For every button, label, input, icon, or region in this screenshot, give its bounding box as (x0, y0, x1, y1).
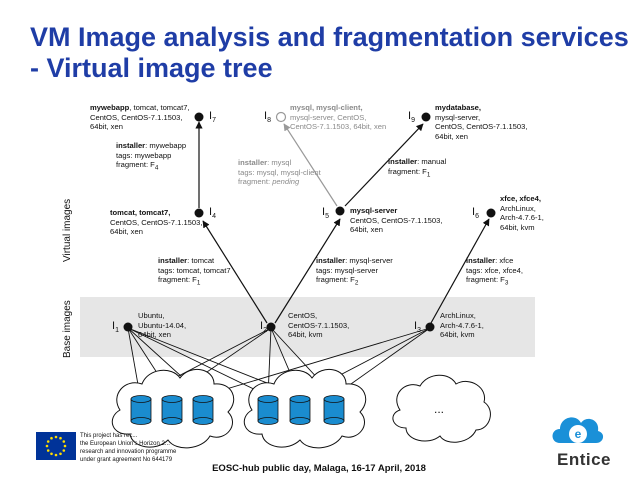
base-images-axis-label: Base images (62, 300, 73, 358)
edge-i3-i6 (430, 218, 490, 324)
disk-icon (161, 395, 183, 425)
node-id-i5: I5 (322, 206, 329, 221)
footer-event: EOSC-hub public day, Malaga, 16-17 April… (212, 463, 426, 474)
base-images-band (80, 297, 535, 357)
eu-flag-icon (36, 432, 76, 460)
disk-group (130, 395, 345, 425)
node-id-i9: I9 (408, 110, 415, 125)
node-id-i1: I1 (112, 320, 119, 335)
eu-funding-text: This project has rec...the European Unio… (80, 433, 177, 463)
node-desc-i8: mysql, mysql-client,mysql-server, CentOS… (290, 103, 387, 132)
entice-logo-text: Entice (557, 450, 612, 469)
storage-more: ... (434, 402, 445, 416)
node-i8 (275, 111, 287, 123)
node-i5 (335, 206, 345, 216)
slide-title: VM Image analysis and fragmentation serv… (30, 22, 629, 83)
node-desc-i1: Ubuntu,Ubuntu-14.04,64bit, xen (138, 311, 187, 340)
node-i3 (425, 322, 435, 332)
disk-icon (323, 395, 345, 425)
node-i2 (266, 322, 276, 332)
edge-i2-i4 (202, 220, 268, 324)
entice-logo-icon: e (552, 417, 604, 443)
edge-i2-i5 (274, 218, 341, 324)
node-desc-i6: xfce, xfce4,ArchLinux,Arch-4.7.6-1,64bit… (500, 194, 544, 232)
node-desc-i7: mywebapp, tomcat, tomcat7,CentOS, CentOS… (90, 103, 190, 132)
node-i7 (194, 112, 204, 122)
storage-cloud-3 (392, 374, 491, 443)
edge-label-i5-i8: installer: mysql tags: mysql, mysql-clie… (238, 158, 321, 187)
node-id-i2: I2 (260, 320, 267, 335)
node-id-i8: I8 (264, 110, 271, 125)
edge-label-i2-i5: installer: mysql-server tags: mysql-serv… (316, 256, 393, 287)
node-desc-i3: ArchLinux,Arch-4.7.6-1,64bit, kvm (440, 311, 484, 340)
node-desc-i2: CentOS,CentOS-7.1.1503,64bit, kvm (288, 311, 350, 340)
edge-label-i3-i6: installer: xfce tags: xfce, xfce4, fragm… (466, 256, 523, 287)
node-id-i6: I6 (472, 206, 479, 221)
node-id-i7: I7 (209, 110, 216, 125)
edge-i5-i8 (283, 123, 338, 207)
node-id-i3: I3 (414, 320, 421, 335)
virtual-images-axis-label: Virtual images (62, 198, 73, 262)
node-i1 (123, 322, 133, 332)
disk-icon (130, 395, 152, 425)
node-id-i4: I4 (209, 206, 216, 221)
disk-icon (192, 395, 214, 425)
node-desc-i9: mydatabase,mysql-server,CentOS, CentOS-7… (435, 103, 528, 141)
edge-i5-i9 (344, 123, 424, 207)
node-i4 (194, 208, 204, 218)
disk-icon (289, 395, 311, 425)
edge-label-i4-i7: installer: mywebapp tags: mywebapp fragm… (116, 141, 187, 172)
svg-text:e: e (575, 427, 582, 441)
node-i9 (421, 112, 431, 122)
edge-label-i5-i9: installer: manual fragment: F1 (388, 157, 447, 179)
node-desc-i4: tomcat, tomcat7,CentOS, CentOS-7.1.1503,… (110, 208, 203, 237)
edge-label-i2-i4: installer: tomcat tags: tomcat, tomcat7 … (158, 256, 231, 287)
node-i6 (486, 208, 496, 218)
disk-icon (257, 395, 279, 425)
